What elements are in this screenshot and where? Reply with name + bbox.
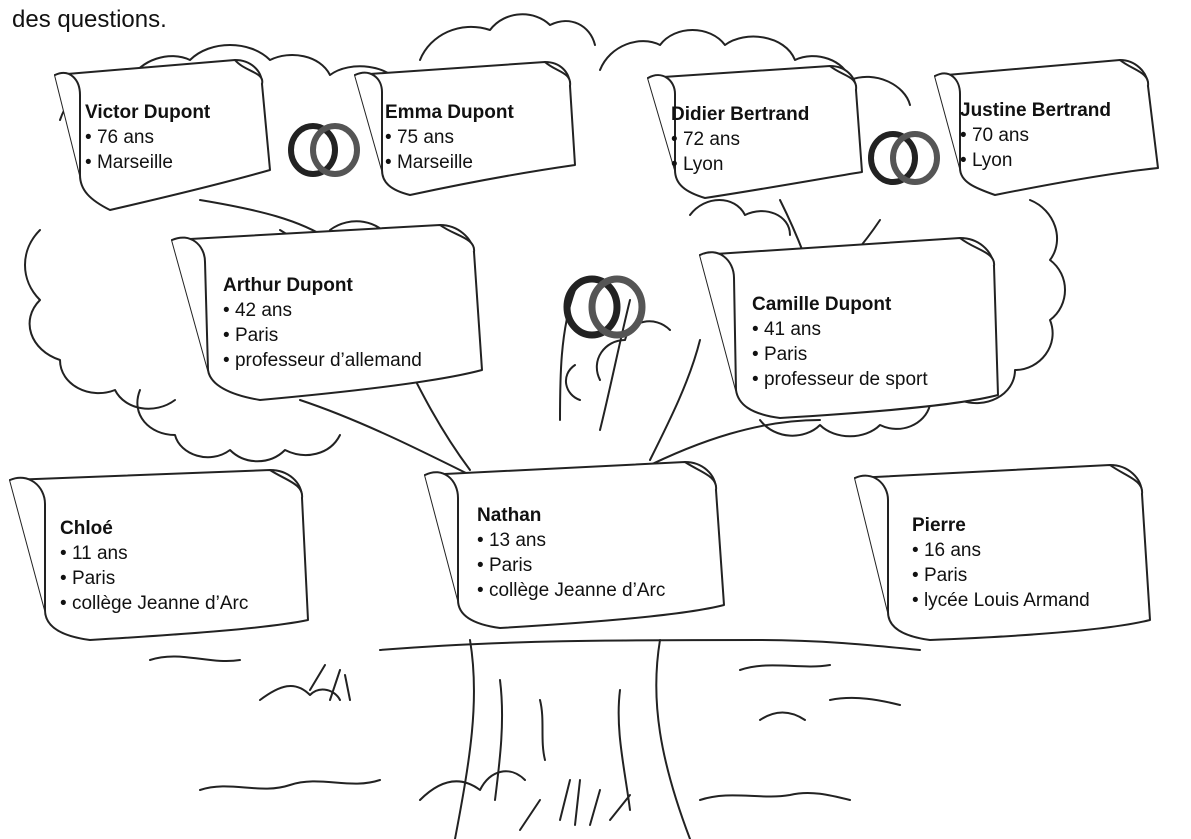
- person-age: 16 ans: [912, 538, 1090, 563]
- foliage-left: [24, 229, 176, 410]
- person-card-didier: Didier Bertrand 72 ans Lyon: [671, 102, 809, 177]
- person-name: Didier Bertrand: [671, 104, 810, 125]
- branch-right: [639, 339, 821, 471]
- intro-text: des questions.: [12, 6, 167, 33]
- grass-left: [149, 655, 351, 701]
- person-name: Chloé: [60, 518, 113, 539]
- foliage-center: [565, 320, 671, 401]
- person-job: professeur d’allemand: [223, 348, 422, 373]
- person-name: Victor Dupont: [85, 102, 211, 123]
- person-age: 41 ans: [752, 317, 928, 342]
- trunk-detail: [494, 679, 631, 811]
- person-city: Paris: [60, 566, 248, 591]
- wedding-rings-icon: [563, 275, 646, 339]
- person-name: Pierre: [912, 515, 966, 536]
- person-name: Arthur Dupont: [223, 275, 353, 296]
- person-card-emma: Emma Dupont 75 ans Marseille: [385, 100, 514, 175]
- person-age: 13 ans: [477, 528, 665, 553]
- grass-right: [739, 664, 901, 721]
- foliage-lower-right: [759, 404, 931, 438]
- foliage-crown: [419, 13, 596, 61]
- person-card-nathan: Nathan 13 ans Paris collège Jeanne d’Arc: [477, 503, 665, 603]
- person-age: 70 ans: [960, 123, 1111, 148]
- person-city: Paris: [223, 323, 422, 348]
- person-card-pierre: Pierre 16 ans Paris lycée Louis Armand: [912, 513, 1090, 613]
- foliage-top-right: [599, 29, 911, 106]
- person-name: Emma Dupont: [385, 102, 514, 123]
- person-age: 11 ans: [60, 541, 248, 566]
- person-school: collège Jeanne d’Arc: [477, 578, 665, 603]
- person-card-justine: Justine Bertrand 70 ans Lyon: [960, 98, 1111, 173]
- wedding-rings-icon: [288, 123, 360, 177]
- person-age: 75 ans: [385, 125, 514, 150]
- foliage-lower-left: [136, 389, 341, 463]
- person-age: 42 ans: [223, 298, 422, 323]
- person-city: Paris: [752, 342, 928, 367]
- tree-trunk: [454, 639, 691, 839]
- person-city: Lyon: [671, 152, 809, 177]
- person-city: Marseille: [385, 150, 514, 175]
- person-card-chloe: Chloé 11 ans Paris collège Jeanne d’Arc: [60, 516, 248, 616]
- person-city: Marseille: [85, 150, 210, 175]
- person-age: 72 ans: [671, 127, 809, 152]
- wedding-rings-icon: [868, 131, 940, 185]
- person-city: Lyon: [960, 148, 1111, 173]
- person-city: Paris: [912, 563, 1090, 588]
- foliage-mid-right: [689, 199, 791, 236]
- person-name: Justine Bertrand: [960, 100, 1111, 121]
- person-job: professeur de sport: [752, 367, 928, 392]
- grass-tufts: [519, 779, 631, 831]
- ground-line: [379, 639, 921, 651]
- person-card-victor: Victor Dupont 76 ans Marseille: [85, 100, 210, 175]
- person-name: Nathan: [477, 505, 542, 526]
- person-school: collège Jeanne d’Arc: [60, 591, 248, 616]
- person-city: Paris: [477, 553, 665, 578]
- foliage-right: [959, 199, 1066, 405]
- person-name: Camille Dupont: [752, 294, 892, 315]
- person-card-camille: Camille Dupont 41 ans Paris professeur d…: [752, 292, 928, 392]
- person-age: 76 ans: [85, 125, 210, 150]
- person-school: lycée Louis Armand: [912, 588, 1090, 613]
- person-card-arthur: Arthur Dupont 42 ans Paris professeur d’…: [223, 273, 422, 373]
- grass-bottom: [199, 770, 851, 801]
